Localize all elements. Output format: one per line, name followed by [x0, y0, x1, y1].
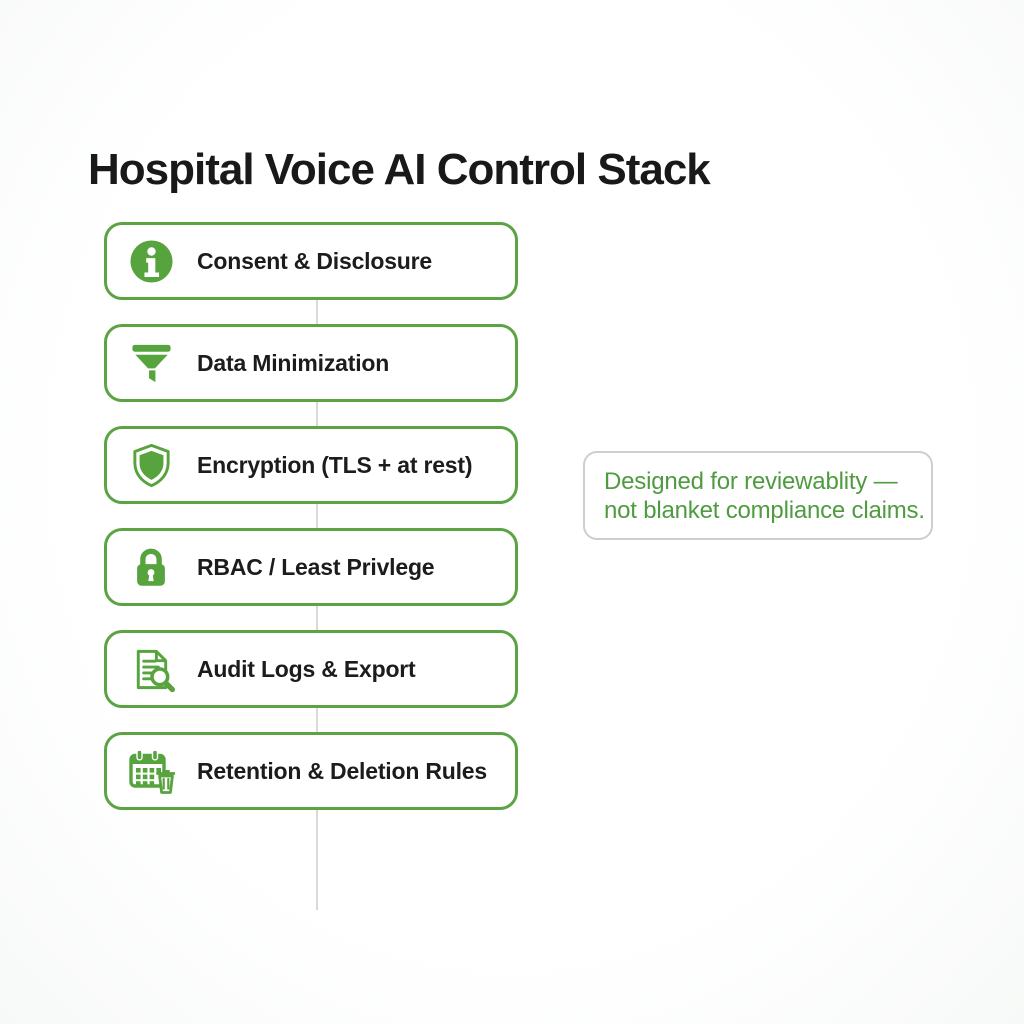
stack-item-label: Data Minimization [197, 349, 390, 376]
stack-item-info: Consent & Disclosure [104, 222, 518, 300]
audit-log-icon [127, 645, 175, 693]
shield-icon [127, 441, 175, 489]
stack-item-label: Audit Logs & Export [197, 655, 416, 682]
stack-item-shield: Encryption (TLS + at rest) [104, 426, 518, 504]
stack-item-label: RBAC / Least Privlege [197, 553, 435, 580]
info-icon [127, 237, 175, 285]
stack-item-label: Retention & Deletion Rules [197, 757, 487, 784]
note-line-1: Designed for reviewablity — [604, 467, 898, 495]
funnel-icon [127, 339, 175, 387]
page-title: Hospital Voice AI Control Stack [88, 145, 711, 195]
lock-icon [127, 543, 175, 591]
stack-item-label: Encryption (TLS + at rest) [197, 451, 473, 478]
stack-item-calendar-trash: Retention & Deletion Rules [104, 732, 518, 810]
stack-item-funnel: Data Minimization [104, 324, 518, 402]
stack-item-lock: RBAC / Least Privlege [104, 528, 518, 606]
calendar-trash-icon [127, 747, 175, 795]
note-box: Designed for reviewablity — not blanket … [583, 451, 933, 540]
stack-item-label: Consent & Disclosure [197, 247, 432, 274]
note-line-2: not blanket compliance claims. [604, 496, 925, 524]
stack-item-audit-log: Audit Logs & Export [104, 630, 518, 708]
